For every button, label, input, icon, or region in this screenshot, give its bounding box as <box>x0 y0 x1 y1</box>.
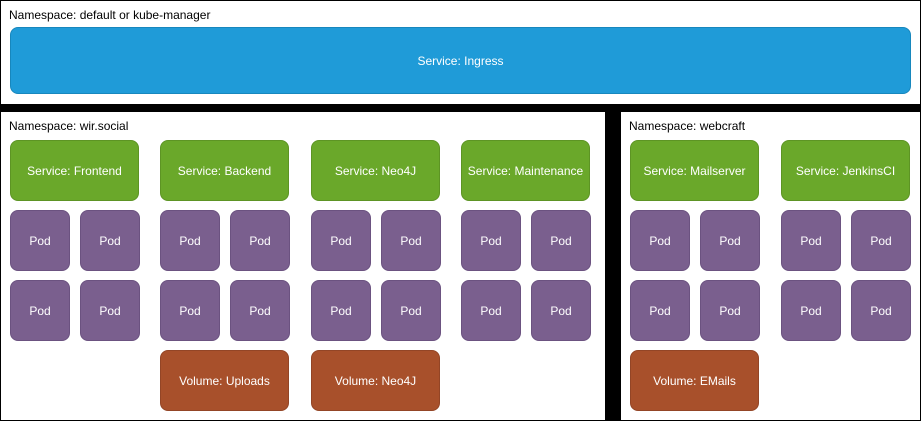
pod-node[interactable]: Pod <box>230 210 290 271</box>
pod-node[interactable]: Pod <box>630 280 690 341</box>
volume-node[interactable]: Volume: Neo4J <box>311 350 440 411</box>
pod-node[interactable]: Pod <box>531 210 591 271</box>
pod-node[interactable]: Pod <box>160 210 220 271</box>
namespace-label: Namespace: webcraft <box>629 119 746 133</box>
pod-node[interactable]: Pod <box>10 280 70 341</box>
pod-node[interactable]: Pod <box>700 210 760 271</box>
pod-node[interactable]: Pod <box>700 280 760 341</box>
namespace-label: Namespace: wir.social <box>9 119 129 133</box>
ingress-node[interactable]: Service: Ingress <box>10 27 911 94</box>
pod-node[interactable]: Pod <box>10 210 70 271</box>
pod-node[interactable]: Pod <box>461 280 521 341</box>
volume-node[interactable]: Volume: EMails <box>630 350 759 411</box>
service-node[interactable]: Service: Backend <box>160 140 289 201</box>
namespace-label: Namespace: default or kube-manager <box>9 8 211 22</box>
volume-node[interactable]: Volume: Uploads <box>160 350 289 411</box>
pod-node[interactable]: Pod <box>461 210 521 271</box>
service-node[interactable]: Service: Maintenance <box>461 140 590 201</box>
pod-node[interactable]: Pod <box>630 210 690 271</box>
pod-node[interactable]: Pod <box>781 210 841 271</box>
pod-node[interactable]: Pod <box>381 280 441 341</box>
service-node[interactable]: Service: JenkinsCI <box>781 140 910 201</box>
pod-node[interactable]: Pod <box>381 210 441 271</box>
pod-node[interactable]: Pod <box>80 210 140 271</box>
service-node[interactable]: Service: Mailserver <box>630 140 759 201</box>
pod-node[interactable]: Pod <box>781 280 841 341</box>
pod-node[interactable]: Pod <box>851 280 911 341</box>
pod-node[interactable]: Pod <box>80 280 140 341</box>
service-node[interactable]: Service: Neo4J <box>311 140 440 201</box>
pod-node[interactable]: Pod <box>851 210 911 271</box>
pod-node[interactable]: Pod <box>531 280 591 341</box>
pod-node[interactable]: Pod <box>311 280 371 341</box>
service-node[interactable]: Service: Frontend <box>10 140 139 201</box>
pod-node[interactable]: Pod <box>230 280 290 341</box>
pod-node[interactable]: Pod <box>160 280 220 341</box>
pod-node[interactable]: Pod <box>311 210 371 271</box>
